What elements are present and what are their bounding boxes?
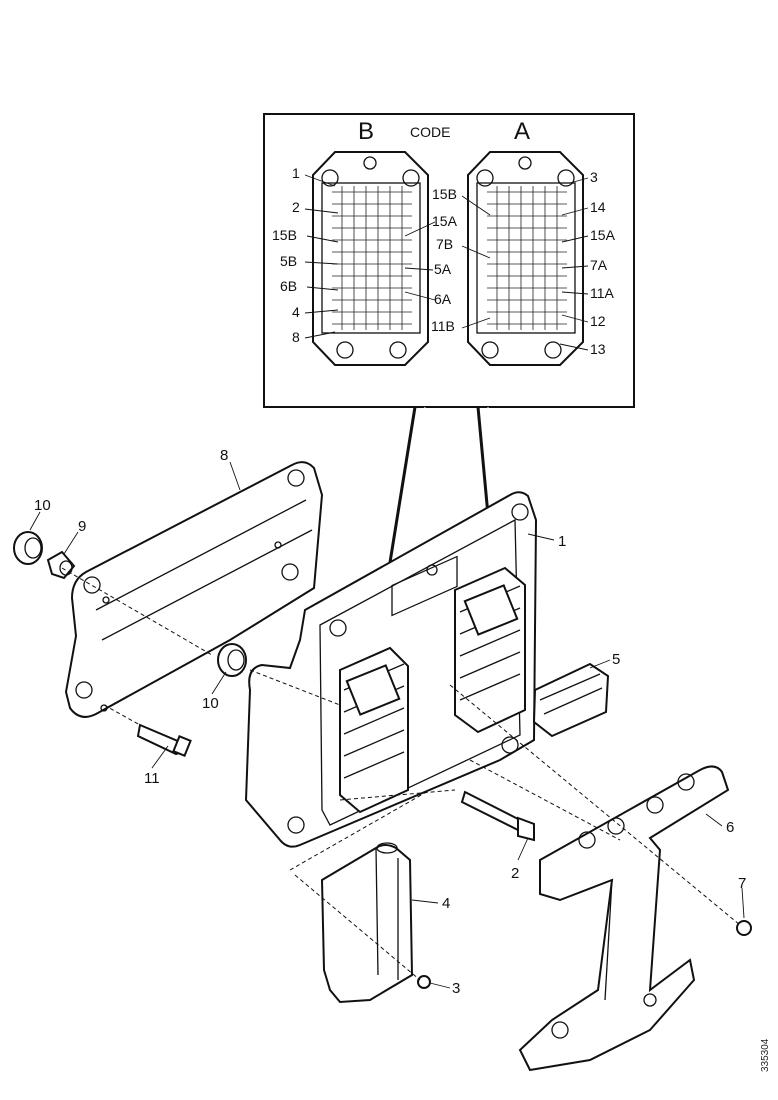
inset-label-6b: 6B xyxy=(280,278,297,294)
inset-label-4: 4 xyxy=(292,304,300,320)
inset-label-12: 12 xyxy=(590,313,606,329)
assembly-center-lines xyxy=(61,567,741,981)
part-label-5: 5 xyxy=(612,651,620,668)
screw-3 xyxy=(417,975,431,989)
part-label-10-center: 10 xyxy=(202,695,219,712)
inset-label-3: 3 xyxy=(590,169,598,185)
part-label-10-top: 10 xyxy=(34,497,51,514)
inset-label-2: 2 xyxy=(292,199,300,215)
inset-label-15a-a: 15A xyxy=(590,227,616,243)
rubber-bush-left xyxy=(13,531,43,565)
part-label-1: 1 xyxy=(558,533,566,550)
support-bracket-6 xyxy=(518,765,730,1072)
mounting-plate xyxy=(64,461,324,718)
inset-label-15b-a: 15B xyxy=(432,186,457,202)
connector-code-inset: B CODE A xyxy=(263,113,635,408)
part-label-3: 3 xyxy=(452,980,460,997)
inset-label-13: 13 xyxy=(590,341,606,357)
inset-label-15a-b: 15A xyxy=(432,213,458,229)
part-label-8: 8 xyxy=(220,447,228,464)
unit-connector-a xyxy=(454,566,526,734)
inset-label-15b: 15B xyxy=(272,227,297,243)
inset-label-5b: 5B xyxy=(280,253,297,269)
part-label-2: 2 xyxy=(511,865,519,882)
inset-label-7b: 7B xyxy=(436,236,453,252)
inset-label-6a: 6A xyxy=(434,291,452,307)
connector-b-face xyxy=(312,151,429,366)
inset-header-b: B xyxy=(358,118,374,145)
rubber-bush-center xyxy=(217,643,247,677)
inset-label-8: 8 xyxy=(292,329,300,345)
part-label-11: 11 xyxy=(144,770,160,787)
figure-reference-number: 335304 xyxy=(760,1038,771,1072)
part-label-7: 7 xyxy=(738,875,746,892)
stud-nut xyxy=(46,550,76,580)
part-label-6: 6 xyxy=(726,819,734,836)
unit-connector-b xyxy=(339,646,409,814)
inset-label-1: 1 xyxy=(292,165,300,181)
inset-label-11a: 11A xyxy=(590,285,615,301)
connector-a-face xyxy=(467,151,584,366)
inset-header-code: CODE xyxy=(410,124,450,140)
part-label-9: 9 xyxy=(78,518,86,535)
plug-5 xyxy=(532,662,610,738)
bolt-11 xyxy=(136,723,192,757)
part-leaders xyxy=(29,461,745,989)
cover-4 xyxy=(320,842,414,1004)
bolt-7 xyxy=(736,920,752,936)
inset-label-7a: 7A xyxy=(590,257,608,273)
bolt-2 xyxy=(460,790,535,842)
inset-label-14: 14 xyxy=(590,199,606,215)
inset-label-5a: 5A xyxy=(434,261,452,277)
inset-header-a: A xyxy=(514,118,530,145)
part-label-4: 4 xyxy=(442,895,450,912)
inset-label-11b: 11B xyxy=(431,318,455,334)
